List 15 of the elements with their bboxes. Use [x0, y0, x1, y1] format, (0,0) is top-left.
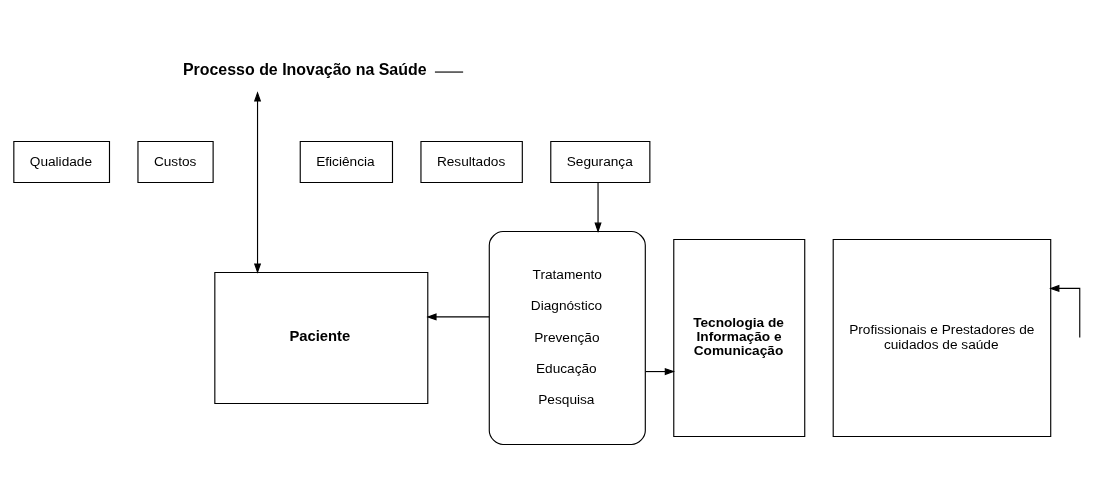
arrow	[426, 312, 490, 320]
node-box: Tecnologia de Informação e Comunicação	[673, 238, 806, 437]
node-box: Resultados	[420, 140, 523, 183]
arrow	[253, 90, 262, 274]
node-text: Processo de Inovação na Saúde	[182, 60, 427, 78]
node-box: Paciente	[214, 271, 429, 404]
node-box: Custos	[137, 140, 214, 183]
node-box: Qualidade	[13, 140, 111, 183]
node-box: Tratamento Diagnóstico Prevenção Educação Pesquisa	[488, 230, 646, 445]
arrow	[1049, 284, 1081, 338]
arrow	[594, 181, 602, 233]
arrow	[645, 367, 675, 375]
node-box: Eficiência	[299, 140, 394, 183]
node-box: Profissionais e Prestadores de cuidados de saúde	[832, 238, 1052, 437]
node-box: Segurança	[550, 140, 651, 183]
